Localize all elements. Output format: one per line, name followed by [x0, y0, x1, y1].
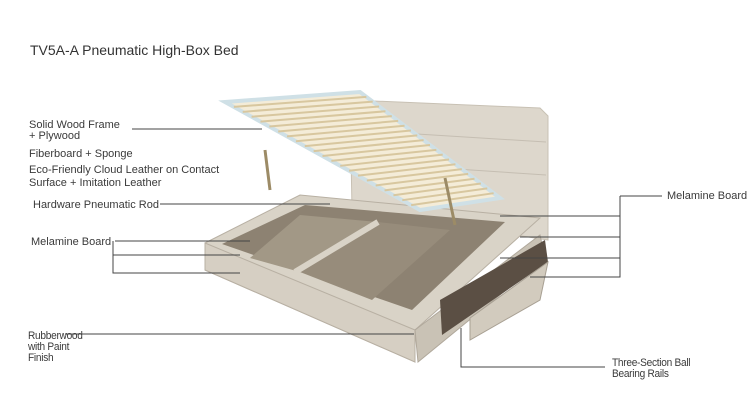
slat — [313, 139, 424, 153]
label-rubberwood-2: with Paint — [28, 341, 70, 353]
slat — [340, 153, 443, 167]
slat — [331, 148, 437, 162]
slat — [375, 172, 469, 187]
label-rails-1: Three-Section Ball — [612, 357, 691, 369]
label-fiberboard: Fiberboard + Sponge — [29, 148, 133, 160]
slat — [295, 129, 412, 143]
label-pneumatic-rod: Hardware Pneumatic Rod — [33, 199, 159, 211]
slat — [304, 134, 418, 148]
label-melamine-right: Melamine Board — [667, 190, 748, 202]
page-title: TV5A-A Pneumatic High-Box Bed — [30, 42, 239, 58]
slat — [233, 95, 367, 108]
label-leather-2: Surface + Imitation Leather — [29, 177, 162, 189]
bed-base — [204, 194, 549, 363]
slat — [348, 158, 450, 172]
slat — [366, 168, 462, 182]
slat — [384, 177, 475, 192]
slat — [322, 144, 431, 157]
slat — [260, 110, 386, 123]
label-rubberwood-3: Finish — [28, 352, 54, 364]
label-melamine-left: Melamine Board — [31, 236, 112, 248]
slat — [357, 163, 456, 177]
label-plywood: + Plywood — [29, 130, 81, 142]
slat — [242, 100, 373, 113]
slatted-lift-frame — [218, 89, 505, 226]
label-rails-2: Bearing Rails — [612, 368, 669, 380]
slat — [410, 192, 494, 207]
slat — [251, 105, 380, 118]
slat — [402, 187, 488, 202]
slat — [393, 182, 482, 197]
slat — [278, 119, 399, 133]
label-leather-1: Eco-Friendly Cloud Leather on Contact — [29, 164, 220, 176]
label-rubberwood-1: Rubberwood — [28, 330, 83, 342]
slat — [269, 115, 392, 128]
leader-lines — [65, 128, 662, 368]
slat — [286, 124, 405, 138]
label-solid-wood-frame: Solid Wood Frame — [29, 119, 120, 131]
